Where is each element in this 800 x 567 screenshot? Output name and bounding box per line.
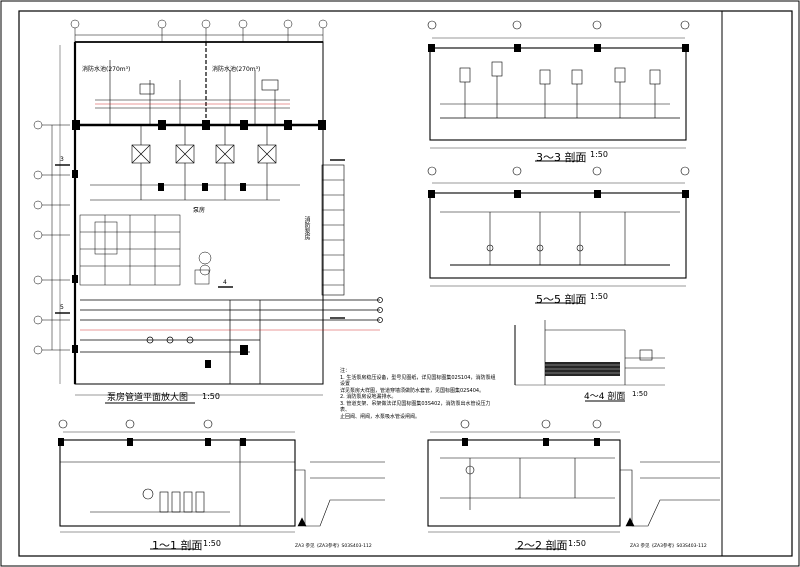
pump-room-label: 泵房 — [193, 207, 206, 214]
section-3-3 — [427, 20, 690, 149]
section-1-1-title: 1～1 剖面 — [152, 539, 203, 552]
section-4-4-scale: 1:50 — [632, 390, 648, 398]
plan-scale: 1:50 — [202, 392, 220, 401]
notes-block: 注： 1. 生活泵房稳压设备，型号见图纸，详见国标图集02S104，消防泵组设置… — [340, 368, 500, 420]
frame-border — [18, 10, 793, 557]
section-1-1 — [58, 419, 385, 533]
tank-left-label: 消防水池(270m³) — [82, 66, 131, 73]
section-mark-5: 5 — [60, 304, 64, 311]
tank-right-label: 消防水池(270m³) — [212, 66, 261, 73]
note-line: 止回阀、闸阀，水泵吸水管设闸阀。 — [340, 413, 421, 420]
section-5-5 — [427, 166, 690, 287]
note-line: 3. 管道支架、吊架做法详见国标图集03S402，消防泵出水管设压力表、 — [340, 400, 491, 414]
plan-title: 泵房管道平面放大图 — [107, 393, 189, 403]
room-right-label: 消防泵房 — [303, 216, 310, 240]
section-2-2-scale: 1:50 — [568, 539, 586, 548]
title-underlines — [105, 160, 625, 550]
section-4-4 — [514, 320, 665, 386]
section-2-2-reference: ZA3 参见《ZA3参考》S03S403-112 — [630, 544, 707, 549]
section-1-1-scale: 1:50 — [203, 539, 221, 548]
notes-title: 注： — [340, 368, 351, 374]
section-2-2 — [427, 419, 720, 533]
note-line: 详见泵房大样图，管道穿墙须做防水套管，见国标图集02S404。 — [340, 387, 485, 394]
section-3-3-title: 3～3 剖面 — [536, 151, 587, 164]
pump-room-plan — [33, 19, 383, 396]
note-line: 1. 生活泵房稳压设备，型号见图纸，详见国标图集02S104，消防泵组设置 — [340, 374, 496, 388]
section-mark-3: 3 — [60, 156, 64, 163]
section-1-1-reference: ZA3 参见《ZA3参考》S03S403-112 — [295, 544, 372, 549]
section-mark-4: 4 — [223, 279, 227, 286]
section-3-3-scale: 1:50 — [590, 150, 608, 159]
section-5-5-scale: 1:50 — [590, 292, 608, 301]
note-line: 2. 消防泵房设地漏排水。 — [340, 394, 397, 400]
section-2-2-title: 2～2 剖面 — [517, 539, 568, 552]
section-4-4-title: 4～4 剖面 — [584, 392, 626, 402]
section-5-5-title: 5～5 剖面 — [536, 293, 587, 306]
